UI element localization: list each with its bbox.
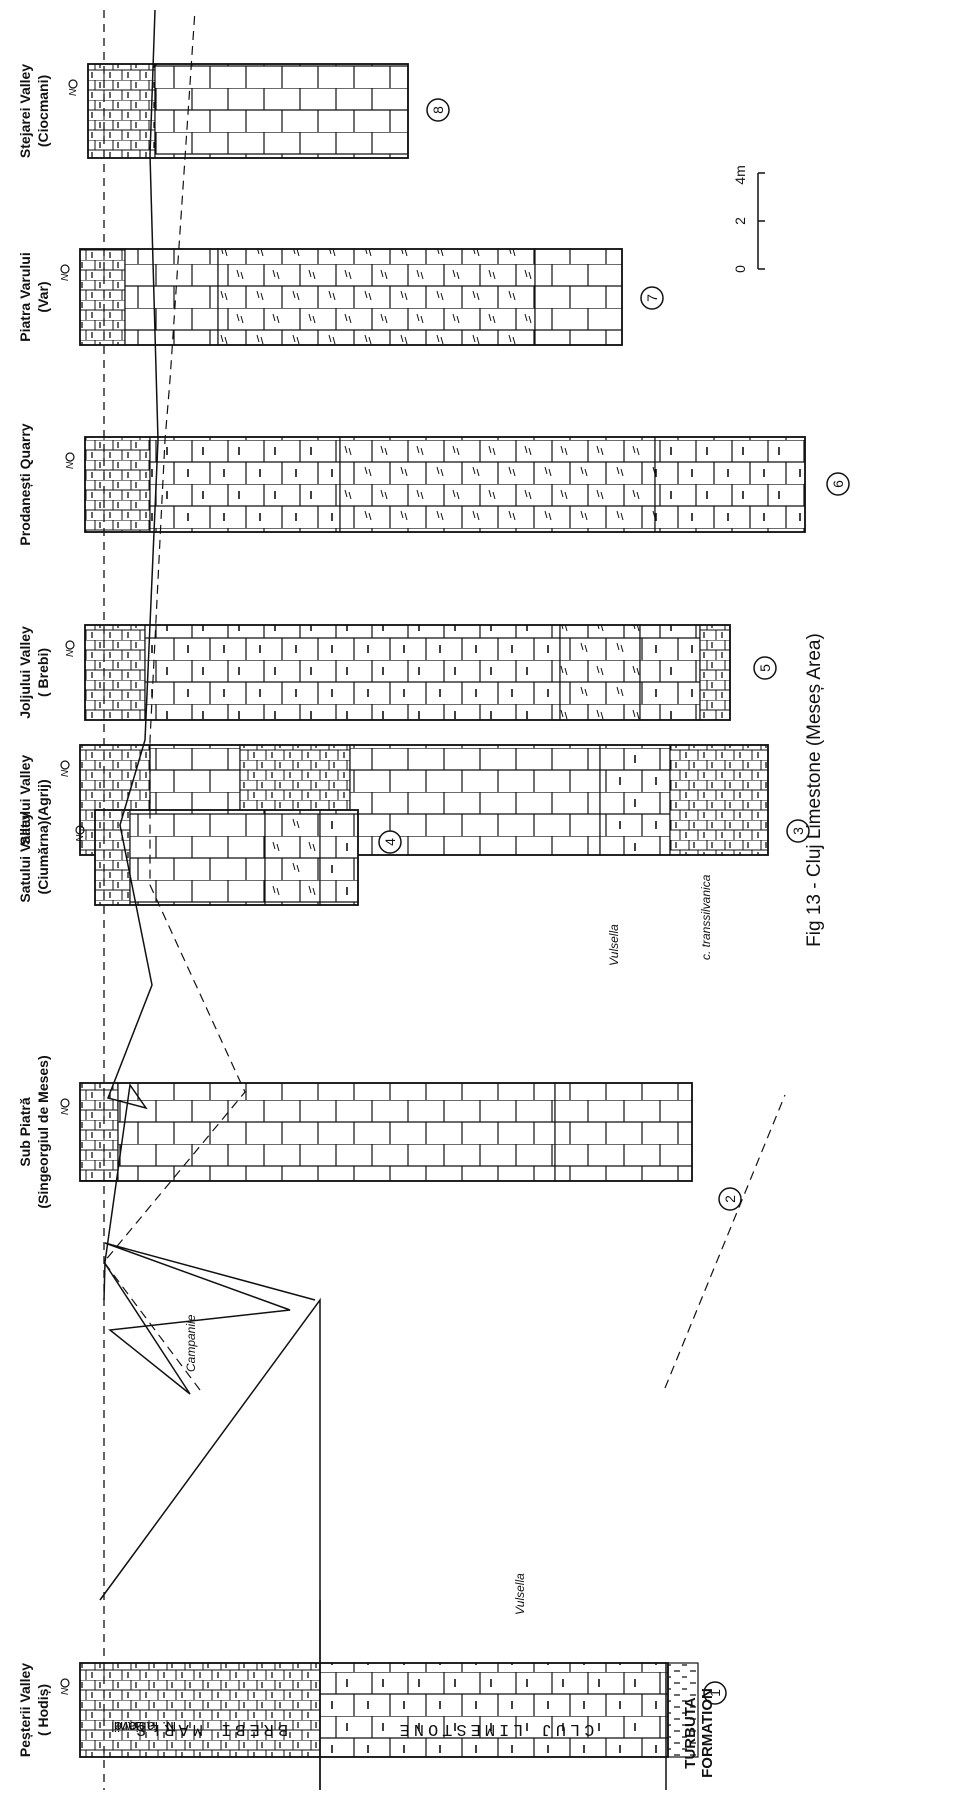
section-4-layer-1 <box>95 810 130 905</box>
section-7-layer-3 <box>218 249 535 345</box>
scale-label-0: 0 <box>732 265 748 273</box>
vulsella-label-1: Vulsella <box>513 1573 527 1615</box>
section-column-5: 5 Joljului Valley( Brebi) N <box>17 625 776 720</box>
section-column-2: 2 Sub Piatră(Singeorgiul de Meses) N <box>17 1055 741 1210</box>
section-6-name: Prodanești Quarry <box>17 423 33 545</box>
section-8-locality: (Ciocmani) <box>35 75 51 147</box>
section-8-number: 8 <box>430 106 446 114</box>
turbuta-label-1: TURBUTA <box>682 1697 699 1769</box>
section-3-nummulite-icon <box>61 761 69 769</box>
section-5-layer-1 <box>85 625 145 720</box>
section-5-layer-4 <box>640 625 700 720</box>
section-1-nummulite-tag: N <box>60 1687 71 1695</box>
section-7-layer-2 <box>125 249 218 345</box>
section-1-layer-2 <box>320 1663 668 1757</box>
fabianii-level-label-2: Level <box>111 1719 144 1735</box>
vulsella-label-2: Vulsella <box>607 924 621 966</box>
section-column-6: 6 Prodanești Quarry N <box>17 423 849 545</box>
section-1-name: Peșterii Valley <box>17 1663 33 1757</box>
cluj-limestone-label: CLUJ LIMESTONE <box>396 1719 595 1738</box>
section-7-number: 7 <box>644 294 660 302</box>
section-4-layer-3 <box>265 810 320 905</box>
section-8-nummulite-tag: N <box>68 88 79 96</box>
section-7-locality: (Var) <box>35 281 51 312</box>
section-2-layer-2 <box>118 1083 555 1181</box>
section-8-layer-2 <box>155 64 408 158</box>
section-3-layer-5 <box>600 745 670 855</box>
figure-caption: Fig 13 - Cluj Limestone (Meseș Area) <box>804 633 825 947</box>
transsilvanica-label: c. transsilvanica <box>699 874 713 960</box>
section-column-8: 8 Stejarei Valley(Ciocmani) N <box>17 64 449 158</box>
scale-bar <box>758 173 765 269</box>
section-4-nummulite-tag: N <box>75 834 86 842</box>
section-4-layer-4 <box>320 810 358 905</box>
section-column-7: 7 Piatra Varului(Var) N <box>17 249 663 345</box>
scale-label-2: 2 <box>732 217 748 225</box>
section-5-number: 5 <box>757 664 773 672</box>
section-5-nummulite-tag: N <box>65 649 76 657</box>
section-4-name: Satului Valley <box>17 812 33 902</box>
section-6-layer-3 <box>340 437 655 532</box>
section-1-layer-1 <box>80 1663 320 1757</box>
section-8-nummulite-icon <box>69 80 77 88</box>
section-6-layer-2 <box>150 437 340 532</box>
section-1-locality: ( Hodiș) <box>35 1684 51 1736</box>
section-7-name: Piatra Varului <box>17 252 33 341</box>
section-6-layer-4 <box>655 437 805 532</box>
section-5-nummulite-icon <box>66 641 74 649</box>
species-annotations: Vulsella Vulsella Campanile c. transsilv… <box>184 874 713 1615</box>
section-5-layer-5 <box>700 625 730 720</box>
section-7-layer-1 <box>80 249 125 345</box>
section-7-layer-4 <box>535 249 622 345</box>
section-4-locality: (Ciumărna) <box>35 821 51 895</box>
section-2-nummulite-icon <box>61 1099 69 1107</box>
section-7-nummulite-icon <box>61 265 69 273</box>
section-5-layer-3 <box>560 625 640 720</box>
section-2-locality: (Singeorgiul de Meses) <box>35 1055 51 1208</box>
section-4-number: 4 <box>382 838 398 846</box>
section-6-number: 6 <box>830 480 846 488</box>
turbuta-label-2: FORMATION <box>699 1688 716 1778</box>
section-1-nummulite-icon <box>61 1679 69 1687</box>
section-2-layer-3 <box>555 1083 692 1181</box>
section-2-layer-1 <box>80 1083 118 1181</box>
section-6-nummulite-icon <box>66 453 74 461</box>
scale-label-4m: 4m <box>732 165 748 184</box>
section-6-layer-1 <box>85 437 150 532</box>
brebi-top-zigzag <box>104 1243 315 1394</box>
section-5-locality: ( Brebi) <box>35 648 51 697</box>
section-2-nummulite-tag: N <box>60 1107 71 1115</box>
section-7-nummulite-tag: N <box>60 273 71 281</box>
section-8-layer-1 <box>88 64 155 158</box>
section-3-locality: (Agrij) <box>35 779 51 820</box>
campanile-label: Campanile <box>184 1314 198 1372</box>
section-2-number: 2 <box>722 1195 738 1203</box>
section-3-layer-6 <box>670 745 768 855</box>
section-2-name: Sub Piatră <box>17 1097 33 1166</box>
section-3-nummulite-tag: N <box>60 769 71 777</box>
section-8-name: Stejarei Valley <box>17 64 33 158</box>
section-5-name: Joljului Valley <box>17 626 33 719</box>
section-5-layer-2 <box>145 625 560 720</box>
section-6-nummulite-tag: N <box>65 461 76 469</box>
section-column-4: 4 Satului Valley(Ciumărna) N <box>17 810 401 905</box>
